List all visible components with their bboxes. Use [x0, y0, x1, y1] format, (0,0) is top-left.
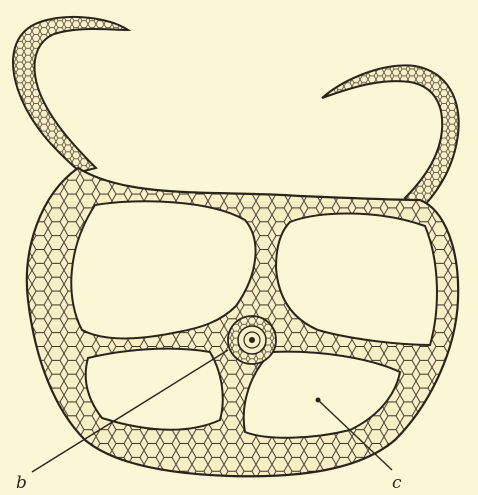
central-vascular-bundle [228, 316, 276, 364]
air-chamber-lower-left [86, 349, 223, 430]
label-b: b [16, 473, 27, 493]
left-horn-wall [13, 17, 128, 172]
label-c: c [392, 473, 402, 493]
label-c-dot [316, 398, 321, 403]
right-horn-wall [322, 65, 459, 210]
